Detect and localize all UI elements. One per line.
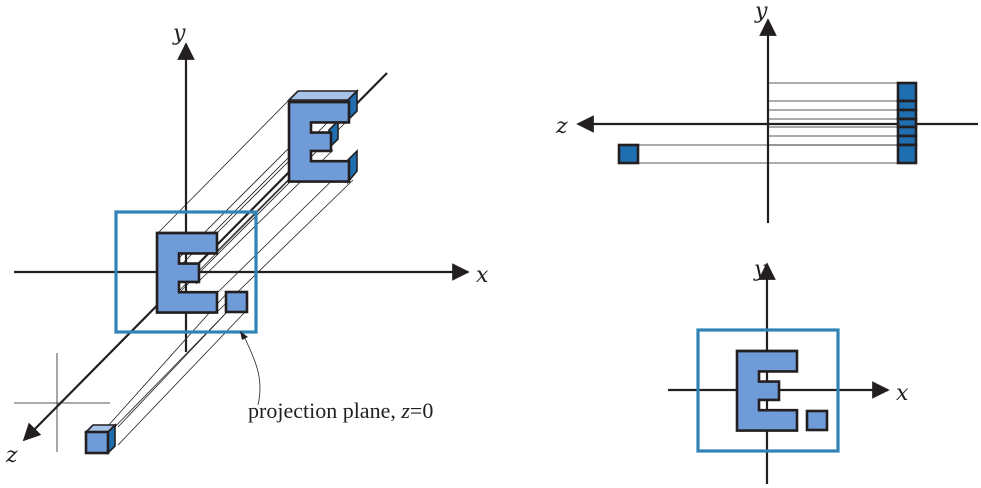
side-cube	[617, 143, 640, 165]
top-right-side-view: y z	[555, 0, 978, 223]
projection-plane-label: projection plane, z=0	[248, 398, 433, 423]
front-projection-frame	[696, 328, 840, 453]
side-z-axis-label: z	[555, 114, 568, 139]
front-y-axis-label: y	[753, 257, 767, 282]
reference-axes	[14, 353, 110, 452]
left-3d-view: x y z projection plane, z=0	[5, 21, 489, 468]
annotation-var: z	[400, 398, 410, 423]
side-e-profile	[896, 81, 918, 165]
z-axis-label: z	[5, 443, 18, 468]
annotation-suffix: =0	[410, 398, 433, 423]
back-e-object	[287, 89, 359, 185]
annotation-leader	[243, 335, 261, 406]
annotation-prefix: projection plane,	[248, 398, 401, 423]
y-axis-label: y	[172, 21, 186, 46]
projected-square	[224, 290, 249, 314]
x-axis-label: x	[476, 263, 489, 288]
front-square	[805, 409, 829, 432]
projected-e	[155, 231, 249, 314]
bottom-right-front-view: x y	[668, 257, 909, 484]
front-x-axis-label: x	[896, 381, 909, 406]
front-cube-object	[84, 423, 117, 455]
side-y-axis-label: y	[754, 0, 768, 24]
projection-plane-frame	[114, 210, 258, 334]
